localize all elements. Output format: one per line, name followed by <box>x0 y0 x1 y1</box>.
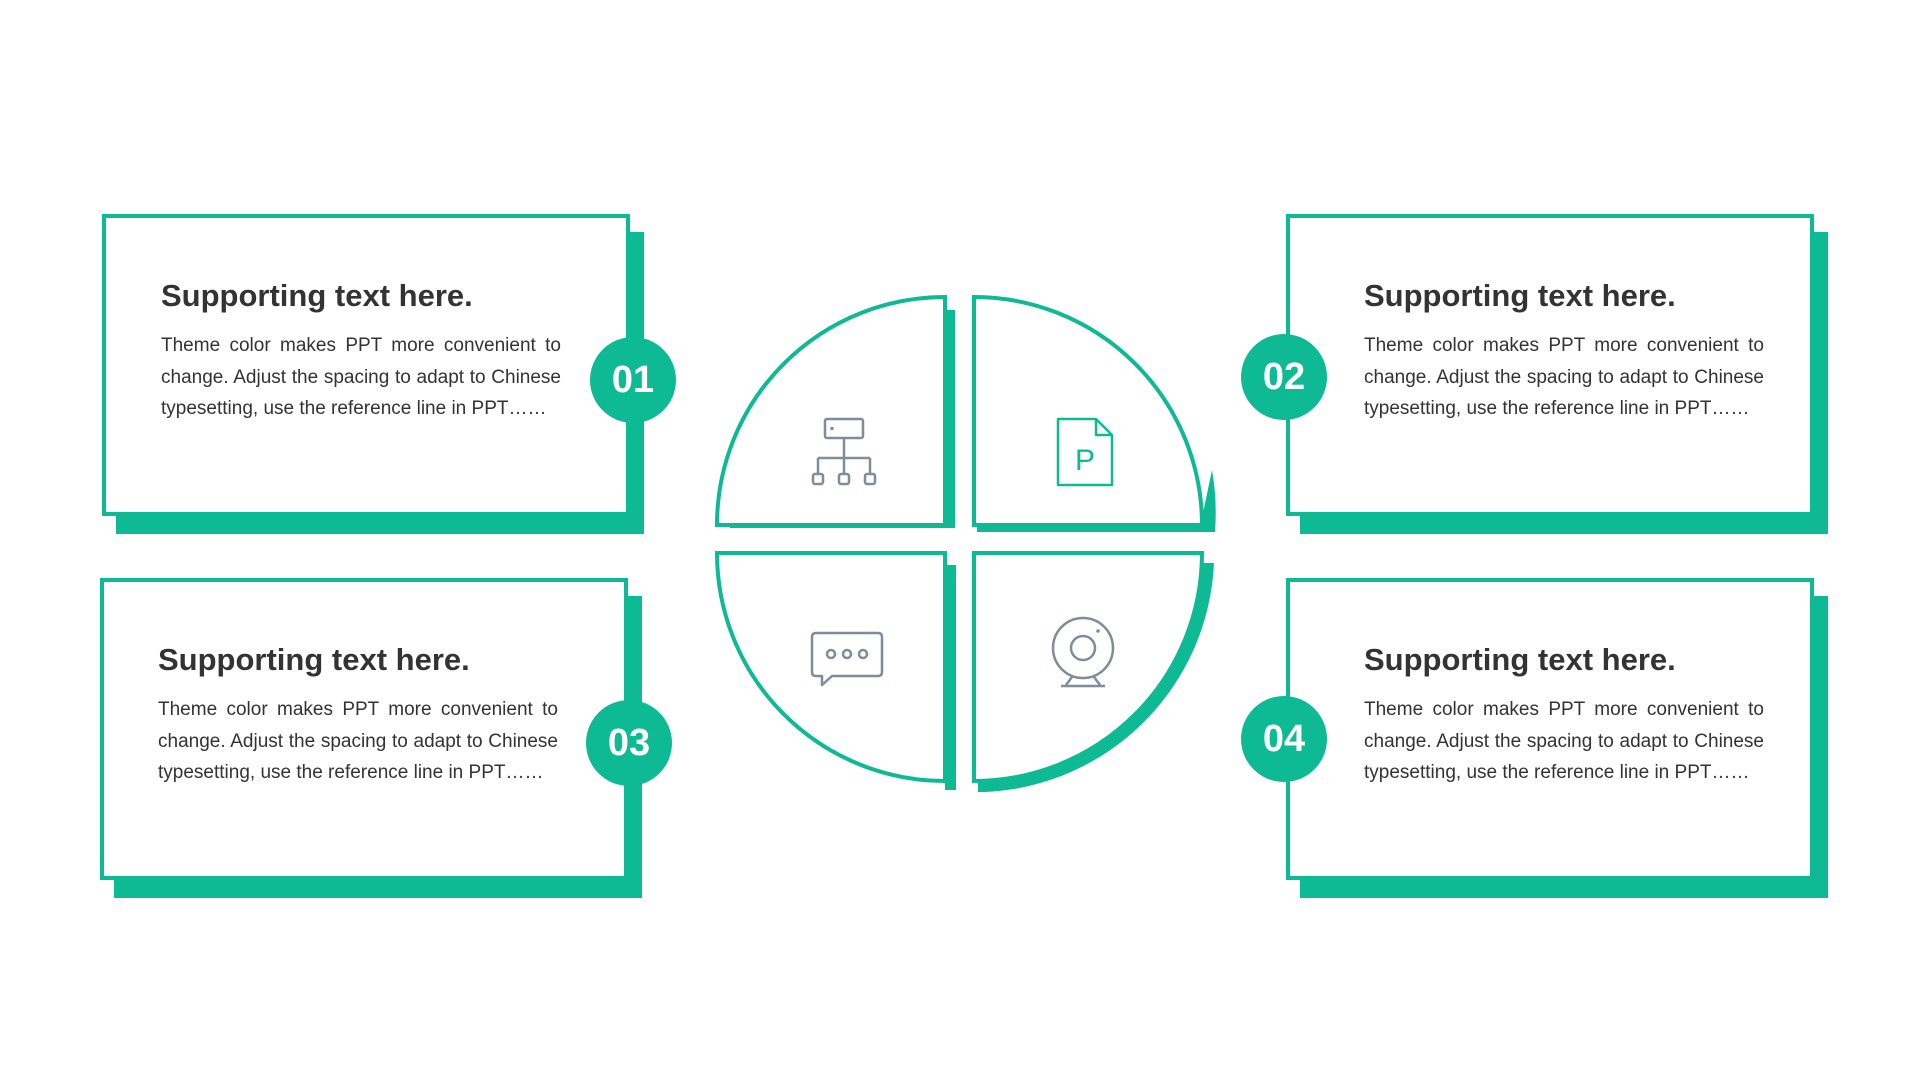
card-body: Theme color makes PPT more convenient to… <box>161 335 561 419</box>
number-badge-03: 03 <box>586 700 672 786</box>
card-03: Supporting text here. Theme color makes … <box>100 578 642 898</box>
ppt-file-letter: P <box>1075 444 1095 477</box>
card-frame <box>102 214 630 516</box>
card-title: Supporting text here. <box>1364 278 1676 313</box>
quadrant-top-right <box>972 294 1216 532</box>
webcam-icon <box>1051 616 1115 688</box>
quartered-circle: P <box>714 294 1216 792</box>
number-badge-02: 02 <box>1241 334 1327 420</box>
card-title: Supporting text here. <box>1364 642 1676 677</box>
card-body: Theme color makes PPT more convenient to… <box>158 699 558 783</box>
ppt-file-icon: P <box>1056 417 1114 487</box>
card-01: Supporting text here. Theme color makes … <box>102 214 644 534</box>
card-frame <box>1286 214 1814 516</box>
card-04: Supporting text here. Theme color makes … <box>1286 578 1828 898</box>
number-badge-01: 01 <box>590 337 676 423</box>
card-body: Theme color makes PPT more convenient to… <box>1364 335 1764 419</box>
quadrant-bottom-right <box>972 551 1214 792</box>
card-title: Supporting text here. <box>161 278 473 313</box>
chat-bubble-icon <box>810 631 884 687</box>
number-badge-04: 04 <box>1241 696 1327 782</box>
card-body: Theme color makes PPT more convenient to… <box>1364 699 1764 783</box>
card-frame <box>1286 578 1814 880</box>
quadrant-top-left <box>714 294 955 528</box>
card-02: Supporting text here. Theme color makes … <box>1286 214 1828 534</box>
card-frame <box>100 578 628 880</box>
org-chart-icon <box>811 417 877 486</box>
card-title: Supporting text here. <box>158 642 470 677</box>
quadrant-bottom-left <box>714 551 956 790</box>
